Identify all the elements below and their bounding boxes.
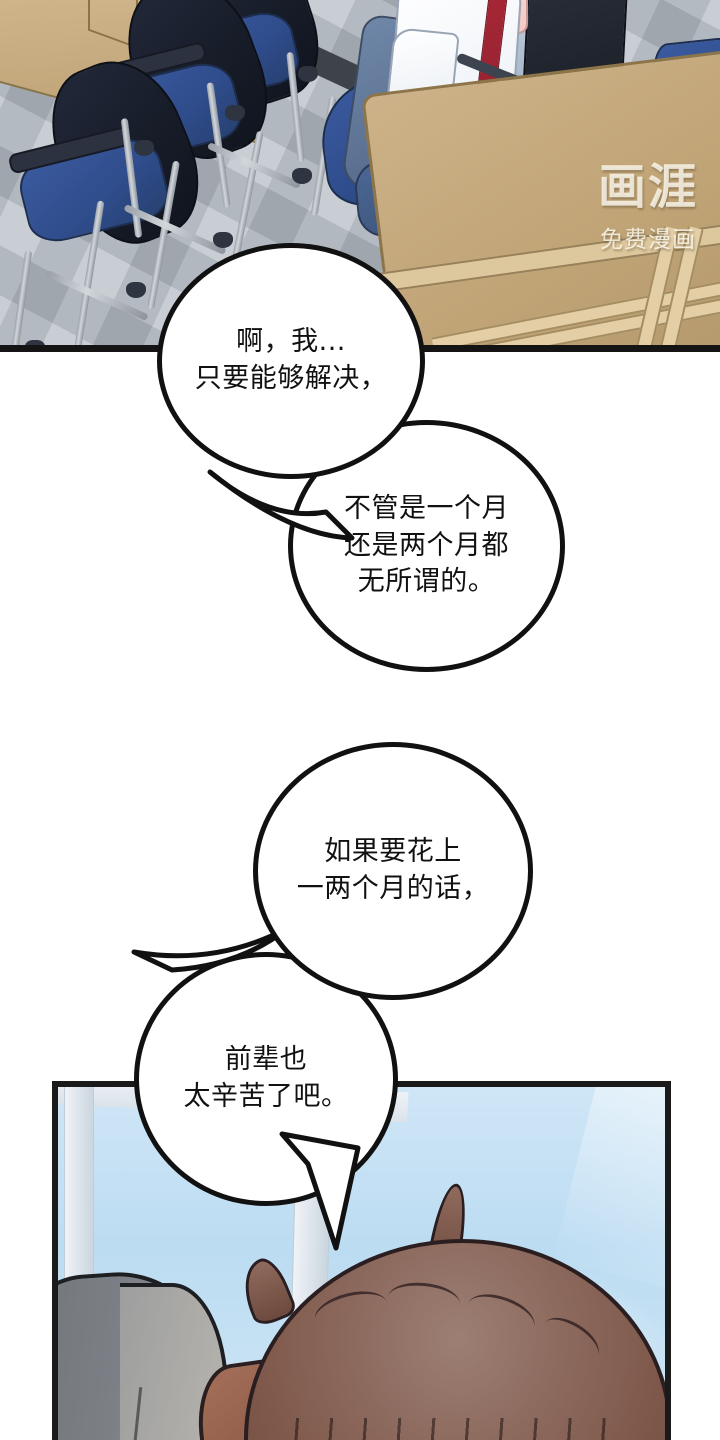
speech-bubble-2-text: 不管是一个月 还是两个月都 无所谓的。 (344, 492, 509, 598)
chair-foot-5 (292, 168, 312, 184)
chair-foot-1 (126, 282, 146, 298)
speech-bubble-3: 如果要花上 一两个月的话， (253, 742, 533, 1000)
chair-foot-4 (225, 105, 245, 121)
speech-bubble-1: 啊，我... 只要能够解决， (157, 243, 425, 479)
speech-bubble-4-text: 前辈也 太辛苦了吧。 (183, 1044, 349, 1112)
speech-bubble-3-text: 如果要花上 一两个月的话， (296, 836, 490, 904)
window-light-glare (552, 1087, 665, 1289)
chair-foot-3 (213, 232, 233, 248)
speech-bubble-1-text: 啊，我... 只要能够解决， (194, 326, 388, 394)
chair-foot-7 (25, 340, 45, 345)
chair-foot-2 (134, 140, 154, 156)
chair-foot-6 (298, 66, 318, 82)
